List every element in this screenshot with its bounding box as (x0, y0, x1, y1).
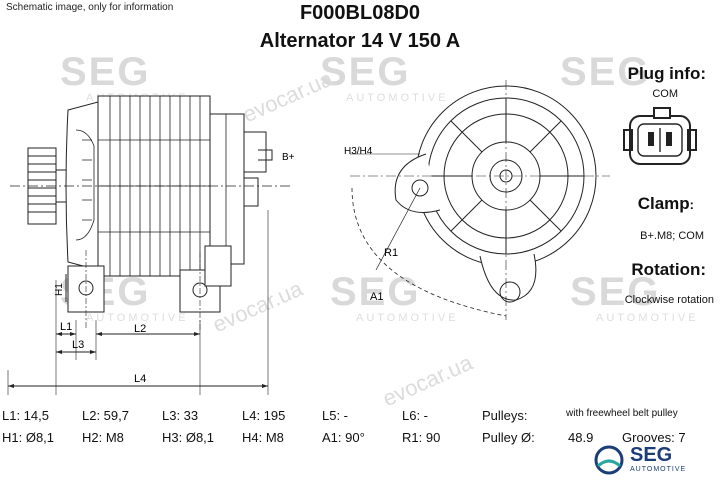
plug-value: COM (652, 88, 678, 100)
watermark-sub: AUTOMOTIVE (596, 312, 699, 324)
product-title: Alternator 14 V 150 A (259, 30, 461, 52)
watermark-brand: SEG (560, 50, 651, 94)
spec-pulley-dia-value: 48.9 (568, 430, 594, 445)
part-number: F000BL08D0 (299, 2, 421, 24)
seg-logo-icon (594, 445, 624, 475)
spec-pulley-type: with freewheel belt pulley (566, 408, 678, 419)
spec-h4: H4: M8 (242, 430, 284, 445)
clamp-value: B+.M8; COM (640, 230, 704, 242)
plug-title: Plug info: (627, 64, 706, 83)
label-a1: A1 (370, 291, 383, 303)
label-l2: L2 (134, 323, 146, 335)
clamp-title: Clamp: (637, 194, 694, 213)
watermark-brand: SEG (320, 50, 411, 94)
spec-h3: H3: Ø8,1 (162, 430, 215, 445)
watermark-sub: AUTOMOTIVE (356, 312, 459, 324)
watermark-brand: SEG (570, 270, 661, 314)
label-l1: L1 (60, 321, 72, 333)
spec-l4: L4: 195 (242, 408, 286, 423)
logo-sub: AUTOMOTIVE (630, 466, 687, 473)
rotation-title: Rotation: (631, 260, 706, 279)
side-view-drawing: B+ L1 L2 L3 L4 H1 (7, 95, 295, 395)
watermark-sub: AUTOMOTIVE (346, 92, 449, 104)
label-h1: H1 (54, 283, 65, 296)
watermark-brand: SEG (60, 50, 151, 94)
spec-l6: L6: - (402, 408, 429, 423)
rear-view-drawing: H3/H4 R1 A1 (344, 80, 610, 320)
label-h3h4: H3/H4 (344, 146, 373, 157)
watermark-sub: AUTOMOTIVE (86, 312, 189, 324)
seg-logo: SEG AUTOMOTIVE (590, 442, 710, 478)
spec-pulleys: Pulleys: (482, 408, 528, 423)
spec-pulley-dia-label: Pulley Ø: (482, 430, 535, 445)
spec-l1: L1: 14,5 (2, 408, 49, 423)
spec-h2: H2: M8 (82, 430, 124, 445)
label-l3: L3 (72, 339, 84, 351)
spec-l2: L2: 59,7 (82, 408, 129, 423)
spec-grooves: Grooves: 7 (622, 430, 686, 445)
plug-connector-icon (623, 107, 697, 165)
spec-h1: H1: Ø8,1 (2, 430, 55, 445)
label-l4: L4 (134, 373, 146, 385)
label-b-plus: B+ (282, 152, 295, 163)
schematic-note: Schematic image, only for information (6, 2, 174, 13)
spec-a1: A1: 90° (322, 430, 365, 445)
spec-r1: R1: 90 (402, 430, 441, 445)
spec-l3: L3: 33 (162, 408, 199, 423)
logo-name: SEG (630, 444, 673, 466)
rotation-value: Clockwise rotation (624, 294, 714, 306)
label-r1: R1 (384, 247, 398, 259)
spec-l5: L5: - (322, 408, 349, 423)
watermark-brand: SEG (330, 270, 421, 314)
